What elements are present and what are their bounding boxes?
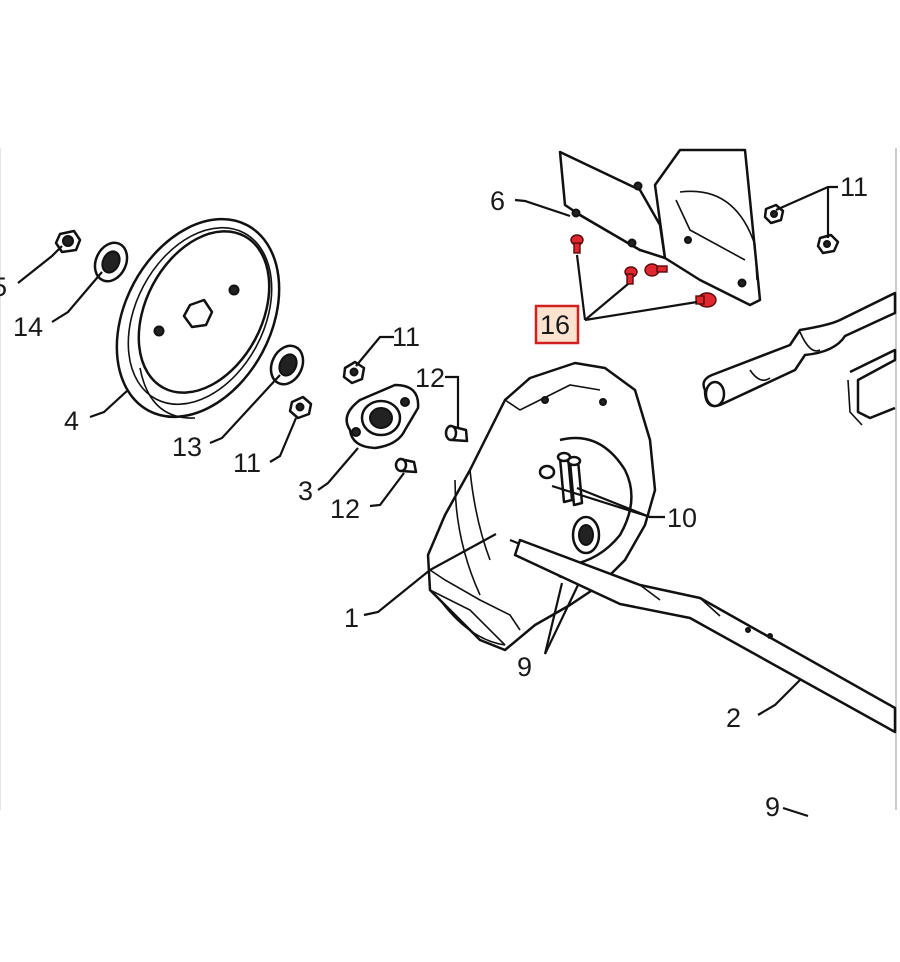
pulley-part-4 [115,217,281,419]
bolt-part-12-upper [444,424,469,443]
bearing-part-14 [93,241,129,283]
bracket-part-6 [558,148,762,307]
callout-6: 6 [490,186,505,216]
callout-5: 5 [0,272,7,302]
callout-13: 13 [172,432,202,462]
nut-part-11-lower [288,395,313,420]
callout-4: 4 [64,406,79,436]
callout-10: 10 [667,503,697,533]
red-bolt-icon [644,263,668,277]
callout-1: 1 [344,603,359,633]
callout-11-middle: 11 [392,322,420,352]
callout-11-lower: 11 [233,448,261,478]
shaft-part-2 [513,538,897,734]
callout-12-upper: 12 [415,363,445,393]
nut-part-11-top-right [816,233,840,255]
callout-16: 16 [540,310,570,340]
hex-hole-icon [182,298,214,329]
callout-2: 2 [726,703,741,733]
callout-11-top: 11 [840,172,868,202]
bolt-hole-icon [228,284,240,296]
callout-3: 3 [298,476,313,506]
bolt-part-16-group[interactable] [570,234,717,308]
bolt-part-12-lower [394,457,418,474]
flange-part-3 [345,383,420,450]
bearing-part-13 [269,344,305,386]
callout-12-lower: 12 [330,494,360,524]
highlight-box [534,304,580,345]
callout-14: 14 [13,312,43,342]
handle-assembly [702,291,897,426]
callout-9-bottom: 9 [765,792,780,822]
red-bolt-icon [570,234,584,254]
red-bolt-icon [695,292,717,308]
leader-lines [17,185,838,818]
red-bolt-icon [624,266,638,285]
bolt-hole-icon [153,325,165,337]
highlighted-callout-16[interactable]: 16 [534,304,580,345]
nut-part-11-middle [342,360,366,385]
callout-9: 9 [517,652,532,682]
